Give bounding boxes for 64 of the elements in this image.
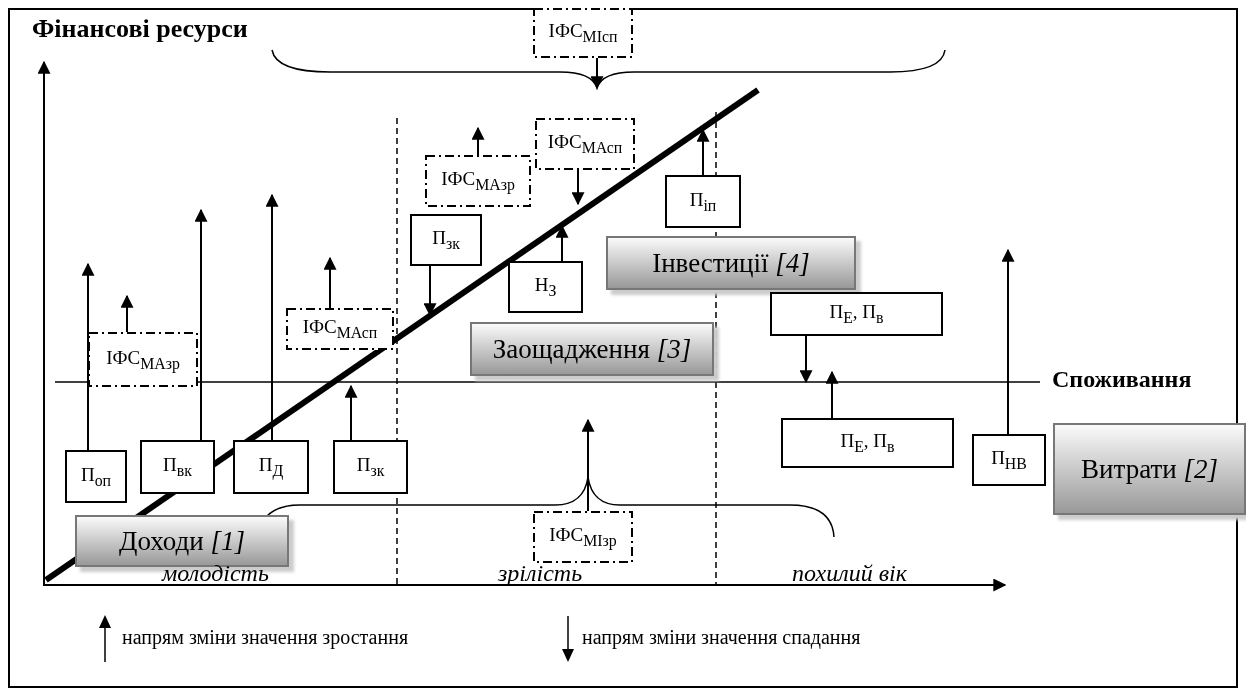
arrow — [571, 169, 585, 206]
period-label: молодість — [162, 560, 269, 587]
arrow — [265, 193, 279, 441]
category-box — [470, 322, 714, 376]
indicator-box — [665, 175, 741, 228]
legend-label: напрям зміни значення спадання — [582, 626, 861, 649]
indicator-label: ІФС$_{МІсп}$ — [548, 20, 618, 46]
indicator-label: П$_{Е}$, П$_{в}$ — [829, 301, 884, 327]
curly-brace — [271, 49, 946, 89]
arrow — [344, 384, 358, 441]
indicator-box — [286, 308, 394, 350]
indicator-box — [65, 450, 127, 503]
category-label: Доходи [1] — [119, 525, 245, 557]
indicator-label: ІФС$_{МАзр}$ — [441, 168, 515, 194]
indicator-box — [233, 440, 309, 494]
arrow — [81, 262, 95, 451]
indicator-box — [972, 434, 1046, 486]
arrow — [1001, 248, 1015, 435]
indicator-box — [535, 118, 635, 170]
legend-label: напрям зміни значення зростання — [122, 626, 409, 649]
indicator-box — [770, 292, 943, 336]
indicator-box — [533, 8, 633, 58]
indicator-box — [425, 155, 531, 207]
indicator-box — [533, 511, 633, 563]
indicator-label: ІФС$_{МАсп}$ — [547, 131, 623, 157]
indicator-box — [88, 332, 198, 387]
arrow — [471, 126, 485, 156]
category-label: Інвестиції [4] — [652, 247, 810, 279]
indicator-label: П$_{зк}$ — [432, 227, 460, 253]
line-label: Споживання — [1052, 366, 1192, 393]
indicator-label: П$_{Е}$, П$_{в}$ — [840, 430, 895, 456]
category-box — [1053, 423, 1246, 515]
period-label: похилий вік — [792, 560, 907, 587]
indicator-label: ІФС$_{МАзр}$ — [106, 346, 180, 373]
indicator-box — [140, 440, 215, 494]
category-label: Витрати [2] — [1081, 453, 1218, 485]
indicator-label: Н$_{З}$ — [534, 274, 557, 300]
category-box — [75, 515, 289, 567]
indicator-label: ІФС$_{МАсп}$ — [302, 316, 378, 342]
indicator-label: П$_{вк}$ — [163, 454, 192, 480]
indicator-label: П$_{Д}$ — [258, 454, 284, 480]
indicator-label: ІФС$_{МІзр}$ — [549, 524, 617, 550]
arrow — [323, 256, 337, 309]
arrow — [555, 224, 569, 262]
axis-title: Фінансові ресурси — [32, 14, 248, 44]
period-label: зрілість — [498, 560, 583, 587]
indicator-box — [333, 440, 408, 494]
arrow — [120, 294, 134, 333]
indicator-label: П$_{НВ}$ — [991, 447, 1027, 473]
indicator-label: П$_{зк}$ — [356, 454, 385, 480]
arrow — [581, 418, 595, 512]
arrow — [799, 335, 813, 384]
arrow — [696, 128, 710, 176]
indicator-box — [410, 214, 482, 266]
indicator-label: П$_{оп}$ — [80, 463, 112, 490]
indicator-box — [781, 418, 954, 468]
category-box — [606, 236, 856, 290]
arrow — [590, 57, 604, 90]
arrow — [194, 208, 208, 441]
indicator-label: П$_{іп}$ — [689, 188, 717, 215]
arrow — [423, 265, 437, 317]
category-label: Заощадження [3] — [492, 333, 692, 365]
indicator-box — [508, 261, 583, 313]
arrow — [825, 370, 839, 419]
